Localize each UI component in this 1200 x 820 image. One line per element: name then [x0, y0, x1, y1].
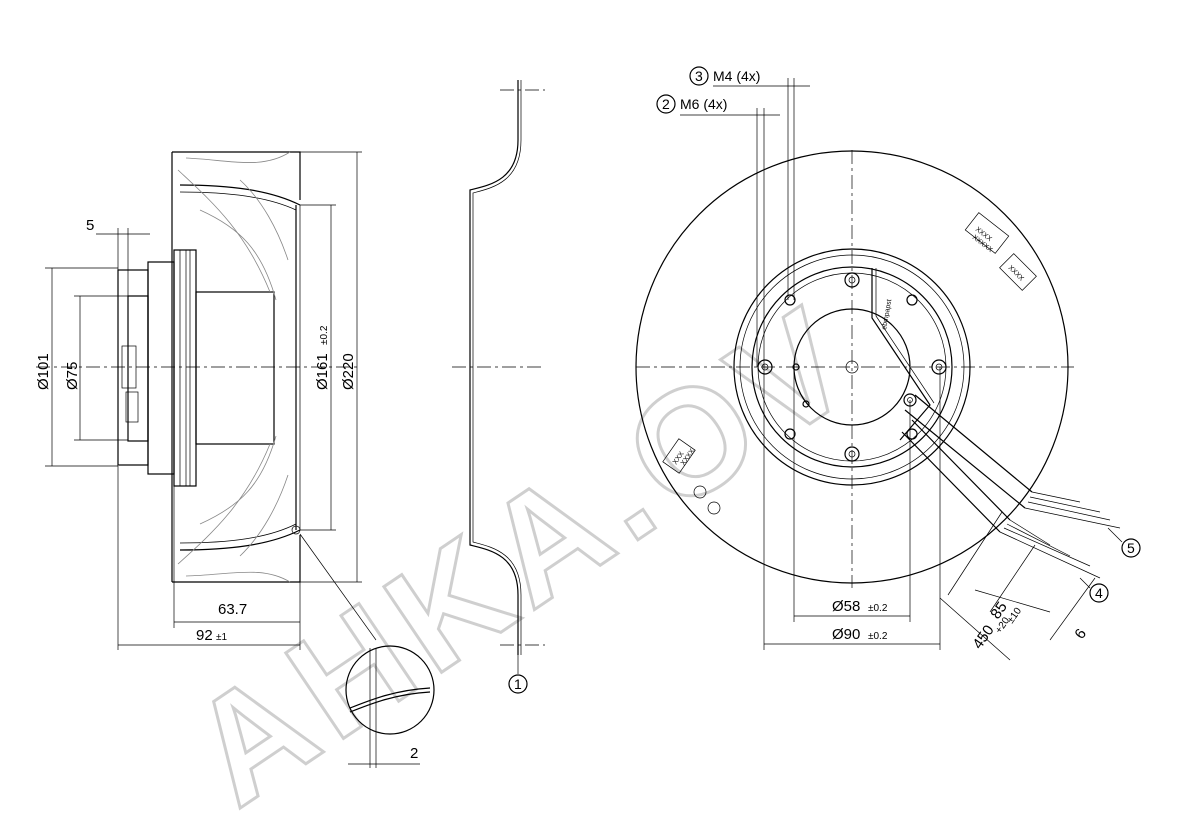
- motor-housing: [147, 261, 175, 475]
- dim-d58-tol: ±0.2: [868, 603, 888, 614]
- rotor-body: [195, 291, 275, 445]
- callout-3-circle: [689, 66, 709, 86]
- cable-bundle: [901, 394, 1121, 579]
- motor-outer-ring: [733, 248, 971, 486]
- dim-d90-tol: ±0.2: [868, 631, 888, 642]
- dim-92-tol: ±1: [216, 632, 227, 643]
- callout-2-text: M6 (4x): [680, 96, 727, 112]
- dim-5: 5: [86, 217, 94, 234]
- dim-d90: Ø90: [832, 626, 860, 643]
- impeller-disc: [635, 150, 1069, 584]
- side-view: Ø101 Ø75 5 Ø161 ±0.2 Ø220 63.7 92 ±1: [35, 151, 435, 768]
- rating-labels: XXXX XXXXX XXXX XXX XXXX ebmpapst: [662, 212, 1037, 515]
- motor-ring: [751, 266, 953, 468]
- callout-3-text: M4 (4x): [713, 68, 760, 84]
- dim-d75: Ø75: [64, 362, 81, 390]
- dim-85: 85: [987, 599, 1010, 622]
- dim-d161-tol: ±0.2: [319, 325, 330, 345]
- motor-connector: [121, 345, 137, 389]
- dim-d101: Ø101: [35, 353, 52, 390]
- callout-3: 3: [695, 68, 703, 84]
- dim-6: 6: [1071, 626, 1090, 643]
- callout-1-circle: [508, 674, 528, 694]
- dim-d220: Ø220: [340, 353, 357, 390]
- dim-92: 92: [196, 627, 213, 644]
- front-view: XXXX XXXXX XXXX XXX XXXX ebmpapst 3 M4 (…: [635, 66, 1141, 661]
- dim-63-7: 63.7: [218, 601, 247, 618]
- mounting-holes: [757, 272, 947, 462]
- detail-view-circle: [345, 645, 435, 735]
- callout-4: 4: [1095, 585, 1103, 601]
- dim-450: 450: [969, 622, 997, 652]
- dim-2: 2: [410, 745, 418, 762]
- callout-4-circle: [1089, 583, 1109, 603]
- shroud-top: [179, 184, 301, 206]
- motor-clip: [125, 391, 139, 423]
- callout-1: 1: [514, 676, 522, 692]
- inlet-ring-profile: [469, 80, 519, 655]
- watermark: AHKA.OV: [160, 270, 888, 820]
- motor-flange: [117, 269, 149, 466]
- rotor-hub: [173, 249, 197, 487]
- callout-5: 5: [1127, 540, 1135, 556]
- callout-2-circle: [656, 94, 676, 114]
- dim-d161: Ø161: [314, 353, 331, 390]
- callout-2: 2: [662, 96, 670, 112]
- shroud-bottom: [179, 529, 301, 551]
- dim-d58: Ø58: [832, 598, 860, 615]
- brand-logo: ebmpapst: [881, 299, 893, 331]
- callout-5-circle: [1121, 538, 1141, 558]
- inlet-ring-view: 1: [452, 80, 545, 694]
- label-right: XXXX: [1007, 264, 1025, 282]
- watermark-text: AHKA.OV: [161, 272, 886, 820]
